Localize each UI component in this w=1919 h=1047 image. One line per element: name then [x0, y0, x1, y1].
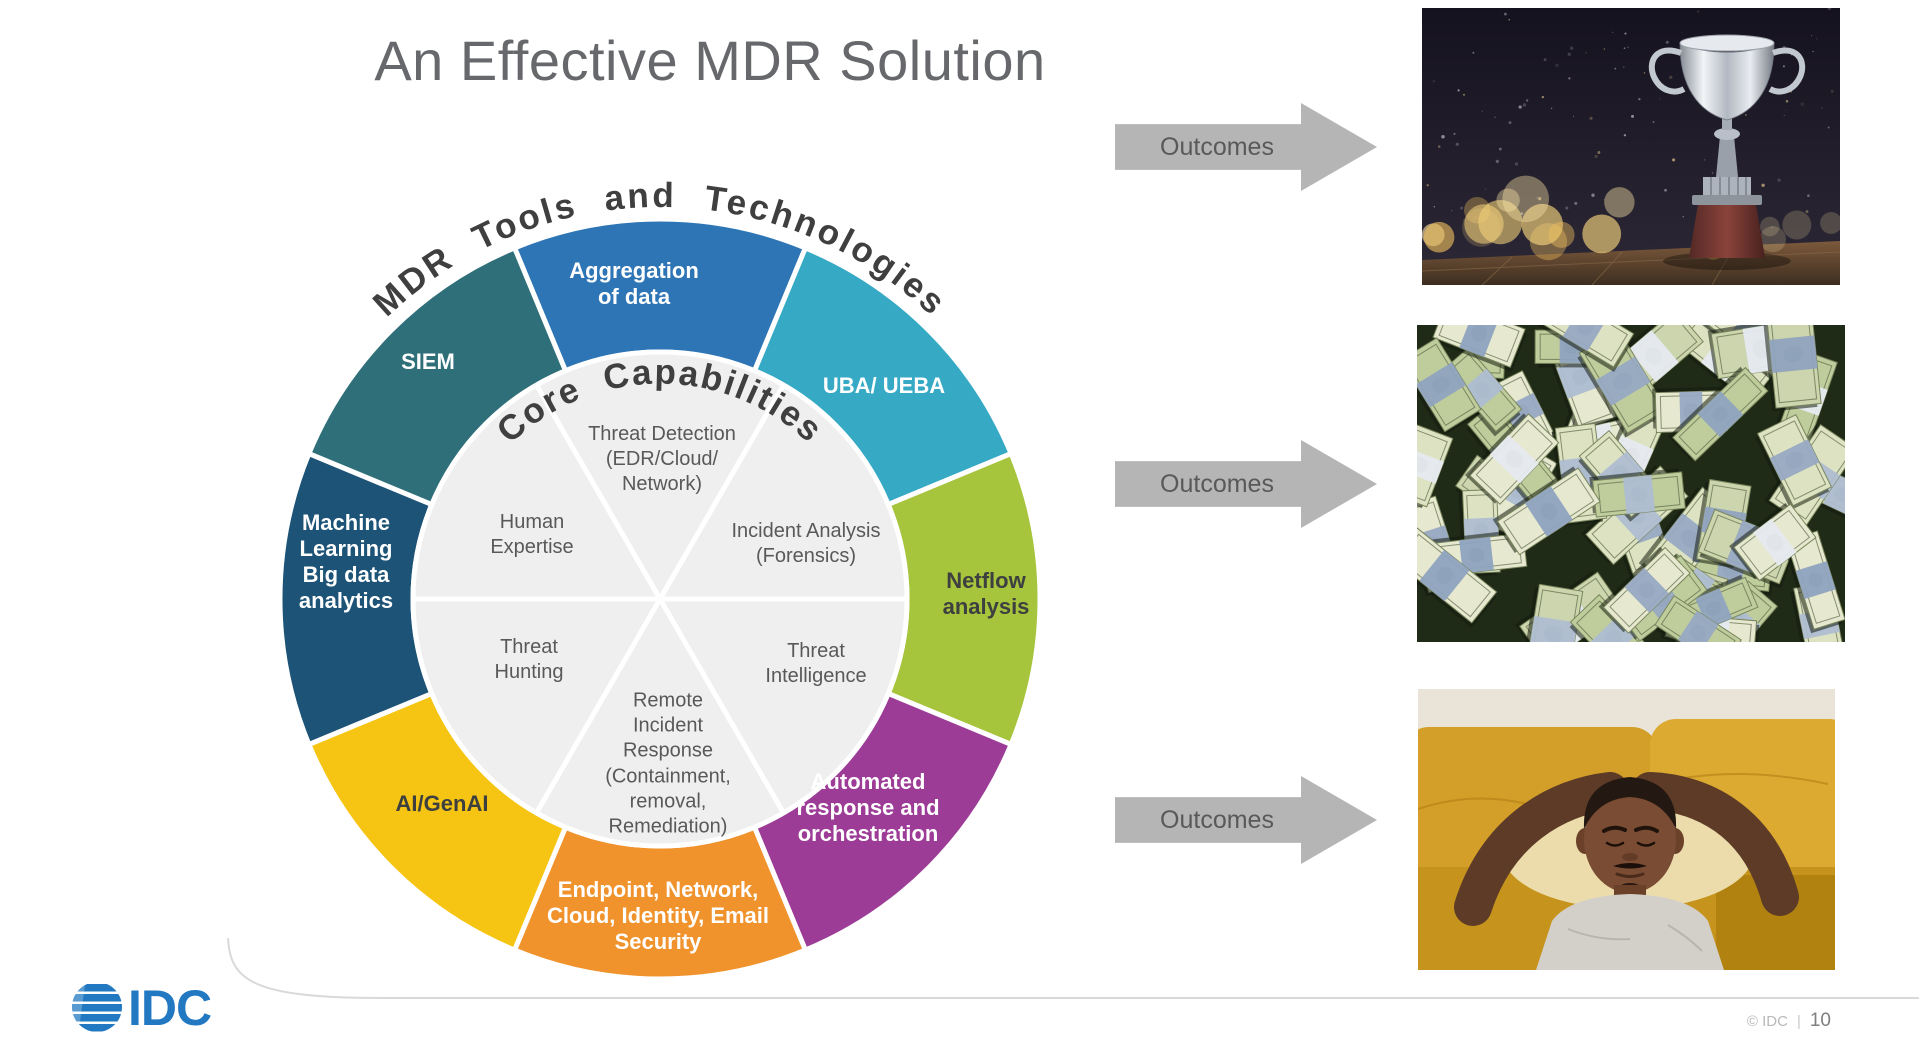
outcomes-arrow-1-label: Outcomes: [1160, 132, 1274, 161]
bokeh-lights: [1422, 175, 1840, 261]
dollar-bundles: [1417, 325, 1845, 642]
copyright-text: © IDC: [1746, 1013, 1788, 1030]
arms: [1454, 772, 1799, 926]
page-number: 10: [1809, 1010, 1831, 1031]
tool-label-netflow-analysis: Netflow analysis: [942, 568, 1030, 619]
capability-remote-incident-response: Remote Incident Response (Containment, r…: [605, 689, 731, 838]
photo-person-relaxing: [1418, 689, 1835, 970]
tool-label-uba-ueba: UBA/ UEBA: [822, 373, 946, 399]
outcomes-arrow-2-label: Outcomes: [1160, 469, 1274, 498]
tool-label-automated-response: Automated response and orchestration: [796, 769, 940, 846]
relaxing-art: [1418, 689, 1835, 970]
wood-planks: [1422, 246, 1840, 285]
trophy-cup: [1648, 34, 1806, 270]
capability-incident-analysis: Incident Analysis (Forensics): [731, 519, 881, 567]
head: [1576, 777, 1684, 905]
idc-logo-text: IDC: [128, 980, 211, 1036]
capability-dividers: [413, 383, 907, 815]
tool-label-machine-learning: Machine Learning Big data analytics: [298, 510, 394, 613]
tool-label-aggregation-of-data: Aggregation of data: [569, 258, 699, 309]
capability-threat-hunting: Threat Hunting: [494, 635, 564, 683]
capability-threat-detection: Threat Detection (EDR/Cloud/ Network): [588, 423, 736, 496]
outcomes-arrow-3-label: Outcomes: [1160, 805, 1274, 834]
idc-logo: IDC: [70, 978, 235, 1041]
photo-money-pile: [1417, 325, 1845, 642]
trophy-art: [1422, 8, 1840, 285]
capability-threat-intelligence: Threat Intelligence: [765, 639, 867, 687]
capability-human-expertise: Human Expertise: [490, 510, 574, 558]
slide-title: An Effective MDR Solution: [374, 29, 1046, 92]
tool-label-ai-genai: AI/GenAI: [395, 791, 489, 817]
footer-separator: |: [1796, 1013, 1801, 1030]
footer-right: © IDC | 10: [1747, 1010, 1831, 1032]
money-art: [1417, 325, 1845, 642]
photo-trophy-award: [1422, 8, 1840, 285]
idc-globe-icon: [72, 982, 122, 1032]
tool-label-endpoint-security: Endpoint, Network, Cloud, Identity, Emai…: [546, 877, 770, 954]
tool-label-siem: SIEM: [401, 349, 455, 375]
